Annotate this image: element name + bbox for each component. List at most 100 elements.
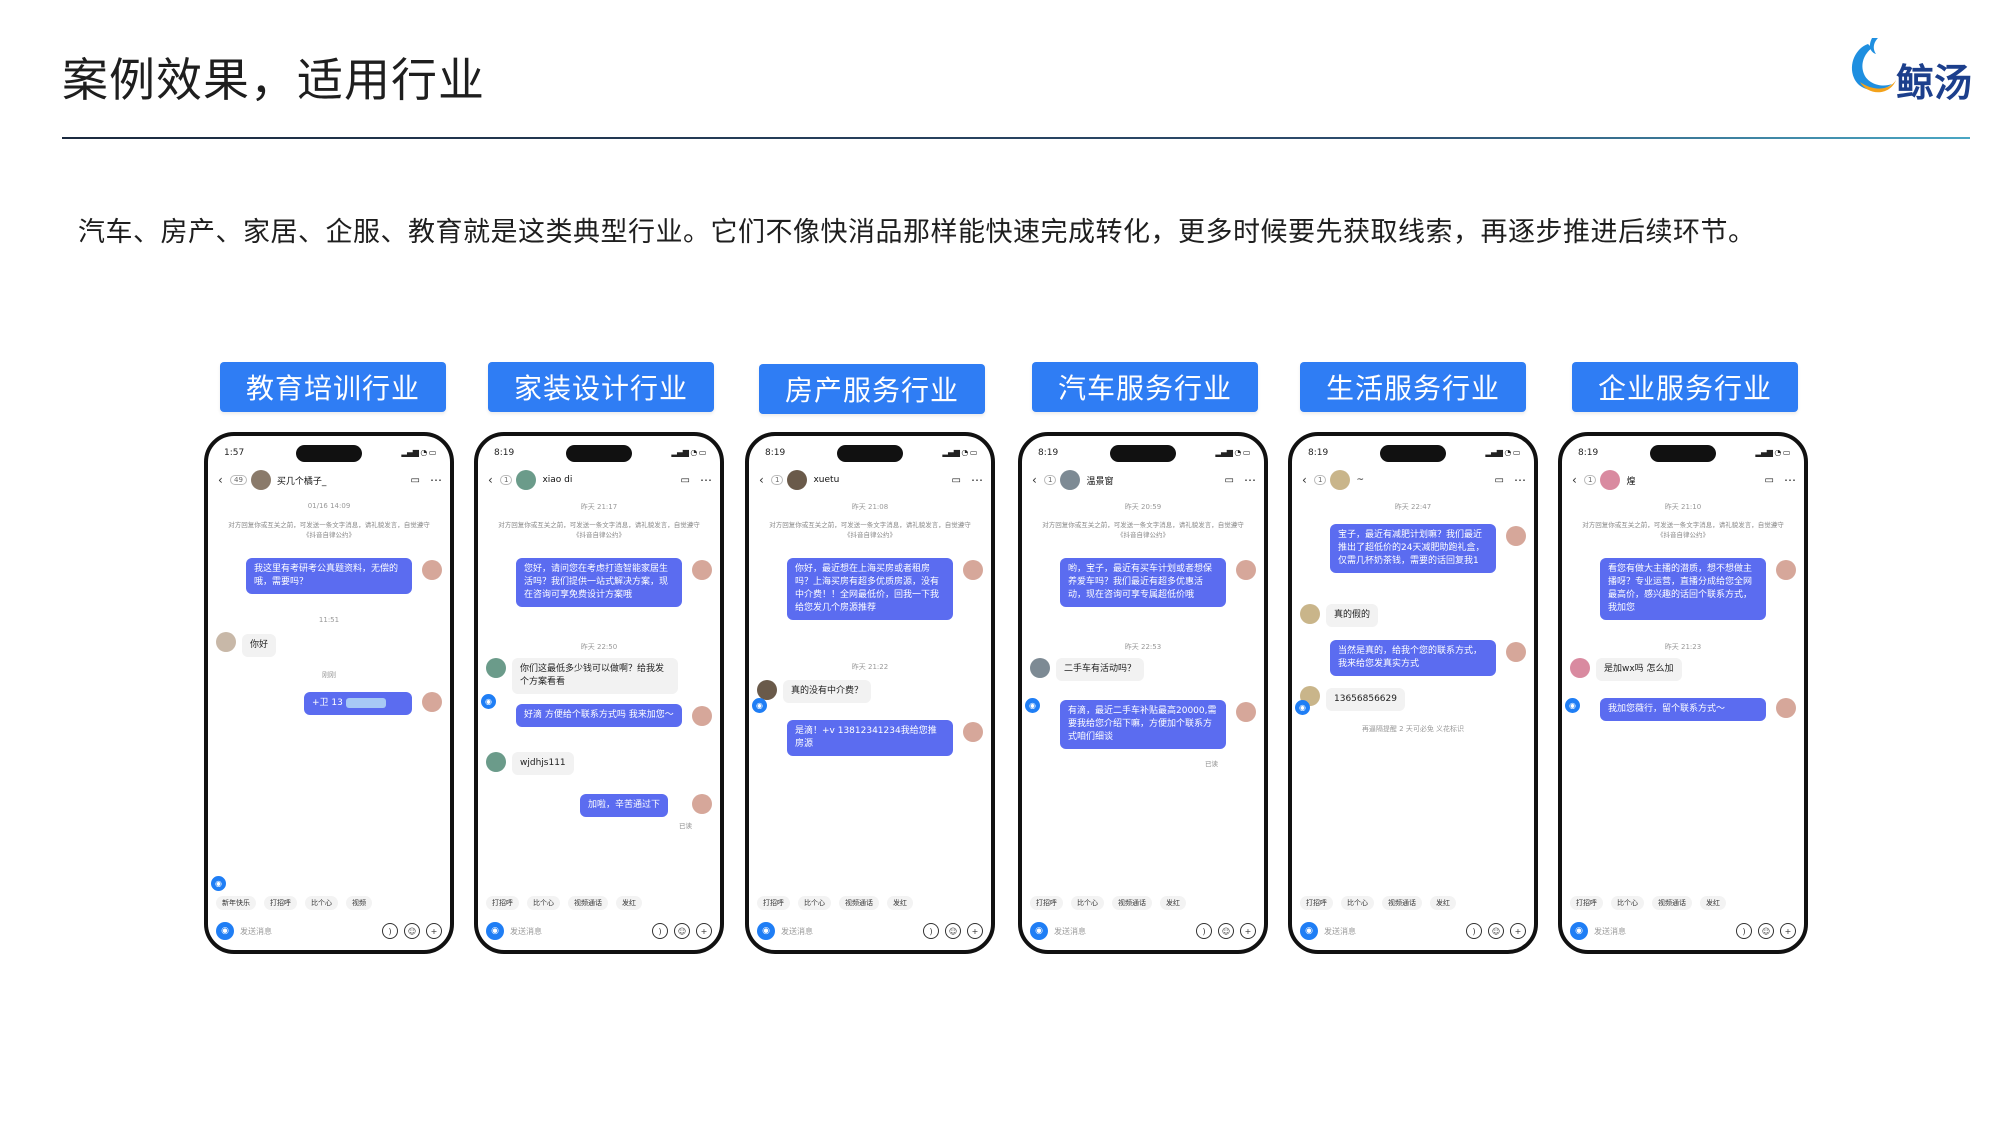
- camera-icon[interactable]: ◉: [486, 922, 504, 940]
- quick-reply[interactable]: 打招呼: [1030, 896, 1063, 910]
- self-avatar: [963, 722, 983, 742]
- quick-reply[interactable]: 发红: [616, 896, 642, 910]
- plus-icon[interactable]: +: [1780, 923, 1796, 939]
- quick-reply[interactable]: 打招呼: [757, 896, 790, 910]
- video-call-icon[interactable]: ▭: [1224, 474, 1234, 486]
- quick-reply[interactable]: 发红: [887, 896, 913, 910]
- camera-icon[interactable]: ◉: [216, 922, 234, 940]
- quick-reply[interactable]: 发红: [1430, 896, 1456, 910]
- video-call-icon[interactable]: ▭: [410, 474, 420, 486]
- quick-reply[interactable]: 视频: [346, 896, 372, 910]
- emoji-icon[interactable]: ☺: [945, 923, 961, 939]
- avatar[interactable]: [1600, 470, 1621, 490]
- emoji-icon[interactable]: ☺: [1488, 923, 1504, 939]
- dynamic-island: [566, 445, 632, 462]
- message-input[interactable]: 发送消息: [781, 926, 813, 936]
- plus-icon[interactable]: +: [967, 923, 983, 939]
- camera-icon[interactable]: ◉: [1570, 922, 1588, 940]
- status-icons: ▂▄▆ ◔ ▭: [401, 448, 436, 457]
- emoji-icon[interactable]: ☺: [404, 923, 420, 939]
- quick-reply[interactable]: 视频通话: [1382, 896, 1422, 910]
- voice-icon[interactable]: ): [1466, 923, 1482, 939]
- avatar[interactable]: [250, 470, 271, 490]
- avatar[interactable]: [516, 470, 537, 490]
- plus-icon[interactable]: +: [696, 923, 712, 939]
- status-icons: ▂▄▆ ◔ ▭: [1755, 448, 1790, 457]
- voice-icon[interactable]: ): [923, 923, 939, 939]
- quick-reply[interactable]: 视频通话: [568, 896, 608, 910]
- quick-replies: 打招呼 比个心 视频通话 发红: [486, 896, 720, 910]
- plus-icon[interactable]: +: [1240, 923, 1256, 939]
- quick-reply[interactable]: 比个心: [527, 896, 560, 910]
- video-call-icon[interactable]: ▭: [951, 474, 961, 486]
- camera-float-icon[interactable]: ◉: [1565, 698, 1580, 713]
- camera-float-icon[interactable]: ◉: [211, 876, 226, 891]
- quick-reply[interactable]: 打招呼: [264, 896, 297, 910]
- message-input[interactable]: 发送消息: [1054, 926, 1086, 936]
- message-input[interactable]: 发送消息: [240, 926, 272, 936]
- avatar[interactable]: [1330, 470, 1351, 490]
- back-icon[interactable]: ‹: [488, 473, 493, 487]
- contact-avatar: [486, 658, 506, 678]
- camera-icon[interactable]: ◉: [757, 922, 775, 940]
- more-icon[interactable]: ⋯: [1784, 473, 1796, 487]
- more-icon[interactable]: ⋯: [1244, 473, 1256, 487]
- back-icon[interactable]: ‹: [1032, 473, 1037, 487]
- quick-reply[interactable]: 视频通话: [839, 896, 879, 910]
- message-input[interactable]: 发送消息: [1594, 926, 1626, 936]
- camera-float-icon[interactable]: ◉: [481, 694, 496, 709]
- camera-float-icon[interactable]: ◉: [1295, 700, 1310, 715]
- emoji-icon[interactable]: ☺: [674, 923, 690, 939]
- quick-replies: 打招呼 比个心 视频通话 发红: [757, 896, 991, 910]
- camera-float-icon[interactable]: ◉: [752, 698, 767, 713]
- back-icon[interactable]: ‹: [1572, 473, 1577, 487]
- contact-avatar: [1570, 658, 1590, 678]
- message-input[interactable]: 发送消息: [510, 926, 542, 936]
- quick-reply[interactable]: 发红: [1160, 896, 1186, 910]
- back-icon[interactable]: ‹: [1302, 473, 1307, 487]
- back-icon[interactable]: ‹: [218, 473, 223, 487]
- more-icon[interactable]: ⋯: [700, 473, 712, 487]
- quick-reply[interactable]: 新年快乐: [216, 896, 256, 910]
- video-call-icon[interactable]: ▭: [1494, 474, 1504, 486]
- quick-reply[interactable]: 比个心: [1071, 896, 1104, 910]
- voice-icon[interactable]: ): [382, 923, 398, 939]
- avatar[interactable]: [1060, 470, 1081, 490]
- quick-reply[interactable]: 比个心: [305, 896, 338, 910]
- quick-reply[interactable]: 视频通话: [1652, 896, 1692, 910]
- dynamic-island: [296, 445, 362, 462]
- quick-reply[interactable]: 打招呼: [486, 896, 519, 910]
- more-icon[interactable]: ⋯: [971, 473, 983, 487]
- message-input-bar: ◉ 发送消息 ) ☺ +: [1300, 920, 1526, 942]
- message-input[interactable]: 发送消息: [1324, 926, 1356, 936]
- quick-reply[interactable]: 比个心: [1341, 896, 1374, 910]
- plus-icon[interactable]: +: [1510, 923, 1526, 939]
- emoji-icon[interactable]: ☺: [1218, 923, 1234, 939]
- video-call-icon[interactable]: ▭: [680, 474, 690, 486]
- timestamp: 昨天 22:50: [580, 643, 618, 651]
- camera-float-icon[interactable]: ◉: [1025, 698, 1040, 713]
- camera-icon[interactable]: ◉: [1300, 922, 1318, 940]
- quick-reply[interactable]: 比个心: [798, 896, 831, 910]
- self-avatar: [1776, 560, 1796, 580]
- timestamp: 01/16 14:09: [307, 502, 351, 510]
- back-icon[interactable]: ‹: [759, 473, 764, 487]
- quick-reply[interactable]: 发红: [1700, 896, 1726, 910]
- contact-name: 买几个橘子_: [276, 476, 327, 487]
- unread-badge: 1: [1584, 475, 1597, 485]
- quick-reply[interactable]: 比个心: [1611, 896, 1644, 910]
- quick-reply[interactable]: 打招呼: [1300, 896, 1333, 910]
- quick-reply[interactable]: 视频通话: [1112, 896, 1152, 910]
- emoji-icon[interactable]: ☺: [1758, 923, 1774, 939]
- camera-icon[interactable]: ◉: [1030, 922, 1048, 940]
- industry-tag: 生活服务行业: [1300, 362, 1526, 412]
- more-icon[interactable]: ⋯: [1514, 473, 1526, 487]
- voice-icon[interactable]: ): [1736, 923, 1752, 939]
- more-icon[interactable]: ⋯: [430, 473, 442, 487]
- plus-icon[interactable]: +: [426, 923, 442, 939]
- voice-icon[interactable]: ): [1196, 923, 1212, 939]
- quick-reply[interactable]: 打招呼: [1570, 896, 1603, 910]
- avatar[interactable]: [787, 470, 808, 490]
- video-call-icon[interactable]: ▭: [1764, 474, 1774, 486]
- voice-icon[interactable]: ): [652, 923, 668, 939]
